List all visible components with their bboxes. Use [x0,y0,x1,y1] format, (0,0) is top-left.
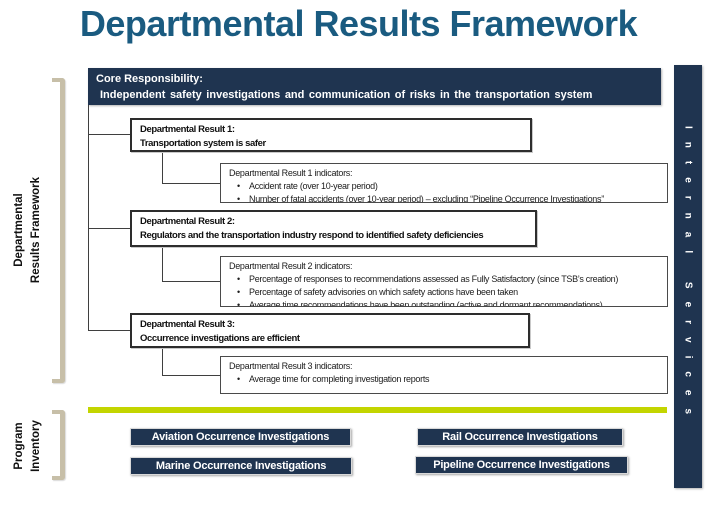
program-inventory-bracket [52,410,65,480]
divider-line [88,407,667,413]
indicator-item: Percentage of safety advisories on which… [237,286,659,299]
connector-branch-result-2 [88,228,130,229]
core-responsibility-description: Independent safety investigations and co… [100,89,593,102]
result-3-description: Occurrence investigations are efficient [140,332,300,344]
connector-elbow-indicators-1 [162,183,220,184]
framework-side-label: Departmental Results Framework [13,176,42,284]
core-responsibility-label: Core Responsibility: [96,73,203,85]
connector-elbow-indicators-3 [162,348,163,375]
result-3-box: Departmental Result 3: Occurrence invest… [130,313,530,348]
result-1-indicators-box: Departmental Result 1 indicators: Accide… [220,163,668,203]
page-title: Departmental Results Framework [79,3,638,44]
connector-branch-result-3 [88,330,130,331]
indicator-item: Average time recommendations have been o… [237,299,659,306]
result-2-box: Departmental Result 2: Regulators and th… [130,210,537,247]
connector-elbow-indicators-3 [162,375,220,376]
internal-services-bar: Internal Services [674,65,702,488]
result-1-description: Transportation system is safer [140,137,266,149]
program-marine-occurrence-investigations: Marine Occurrence Investigations [130,457,352,475]
result-2-indicators-box: Departmental Result 2 indicators: Percen… [220,256,668,307]
connector-elbow-indicators-2 [162,281,220,282]
program-inventory-side-label: Program Inventory [13,420,42,472]
result-2-description: Regulators and the transportation indust… [140,229,484,241]
program-rail-occurrence-investigations: Rail Occurrence Investigations [417,428,623,446]
program-pipeline-occurrence-investigations: Pipeline Occurrence Investigations [415,456,628,474]
indicator-item: Percentage of responses to recommendatio… [237,273,659,286]
connector-elbow-indicators-2 [162,247,163,281]
internal-services-label: Internal Services [682,125,694,428]
connector-elbow-indicators-1 [162,152,163,183]
result-3-indicators-title: Departmental Result 3 indicators: [229,361,353,371]
indicator-item: Number of fatal accidents (over 10-year … [237,193,659,202]
indicator-item: Average time for completing investigatio… [237,373,659,386]
indicator-item: Accident rate (over 10-year period) [237,180,659,193]
result-1-box: Departmental Result 1: Transportation sy… [130,118,532,152]
connector-trunk [88,105,89,331]
result-3-title: Departmental Result 3: [140,319,235,330]
program-aviation-occurrence-investigations: Aviation Occurrence Investigations [130,428,351,446]
result-2-indicators-title: Departmental Result 2 indicators: [229,261,353,271]
result-3-indicators-box: Departmental Result 3 indicators: Averag… [220,356,668,394]
connector-branch-result-1 [88,134,130,135]
result-1-indicators-title: Departmental Result 1 indicators: [229,168,353,178]
result-1-title: Departmental Result 1: [140,124,235,135]
core-responsibility-box: Core Responsibility: Independent safety … [88,68,661,105]
result-2-title: Departmental Result 2: [140,216,235,227]
framework-bracket [52,78,65,383]
